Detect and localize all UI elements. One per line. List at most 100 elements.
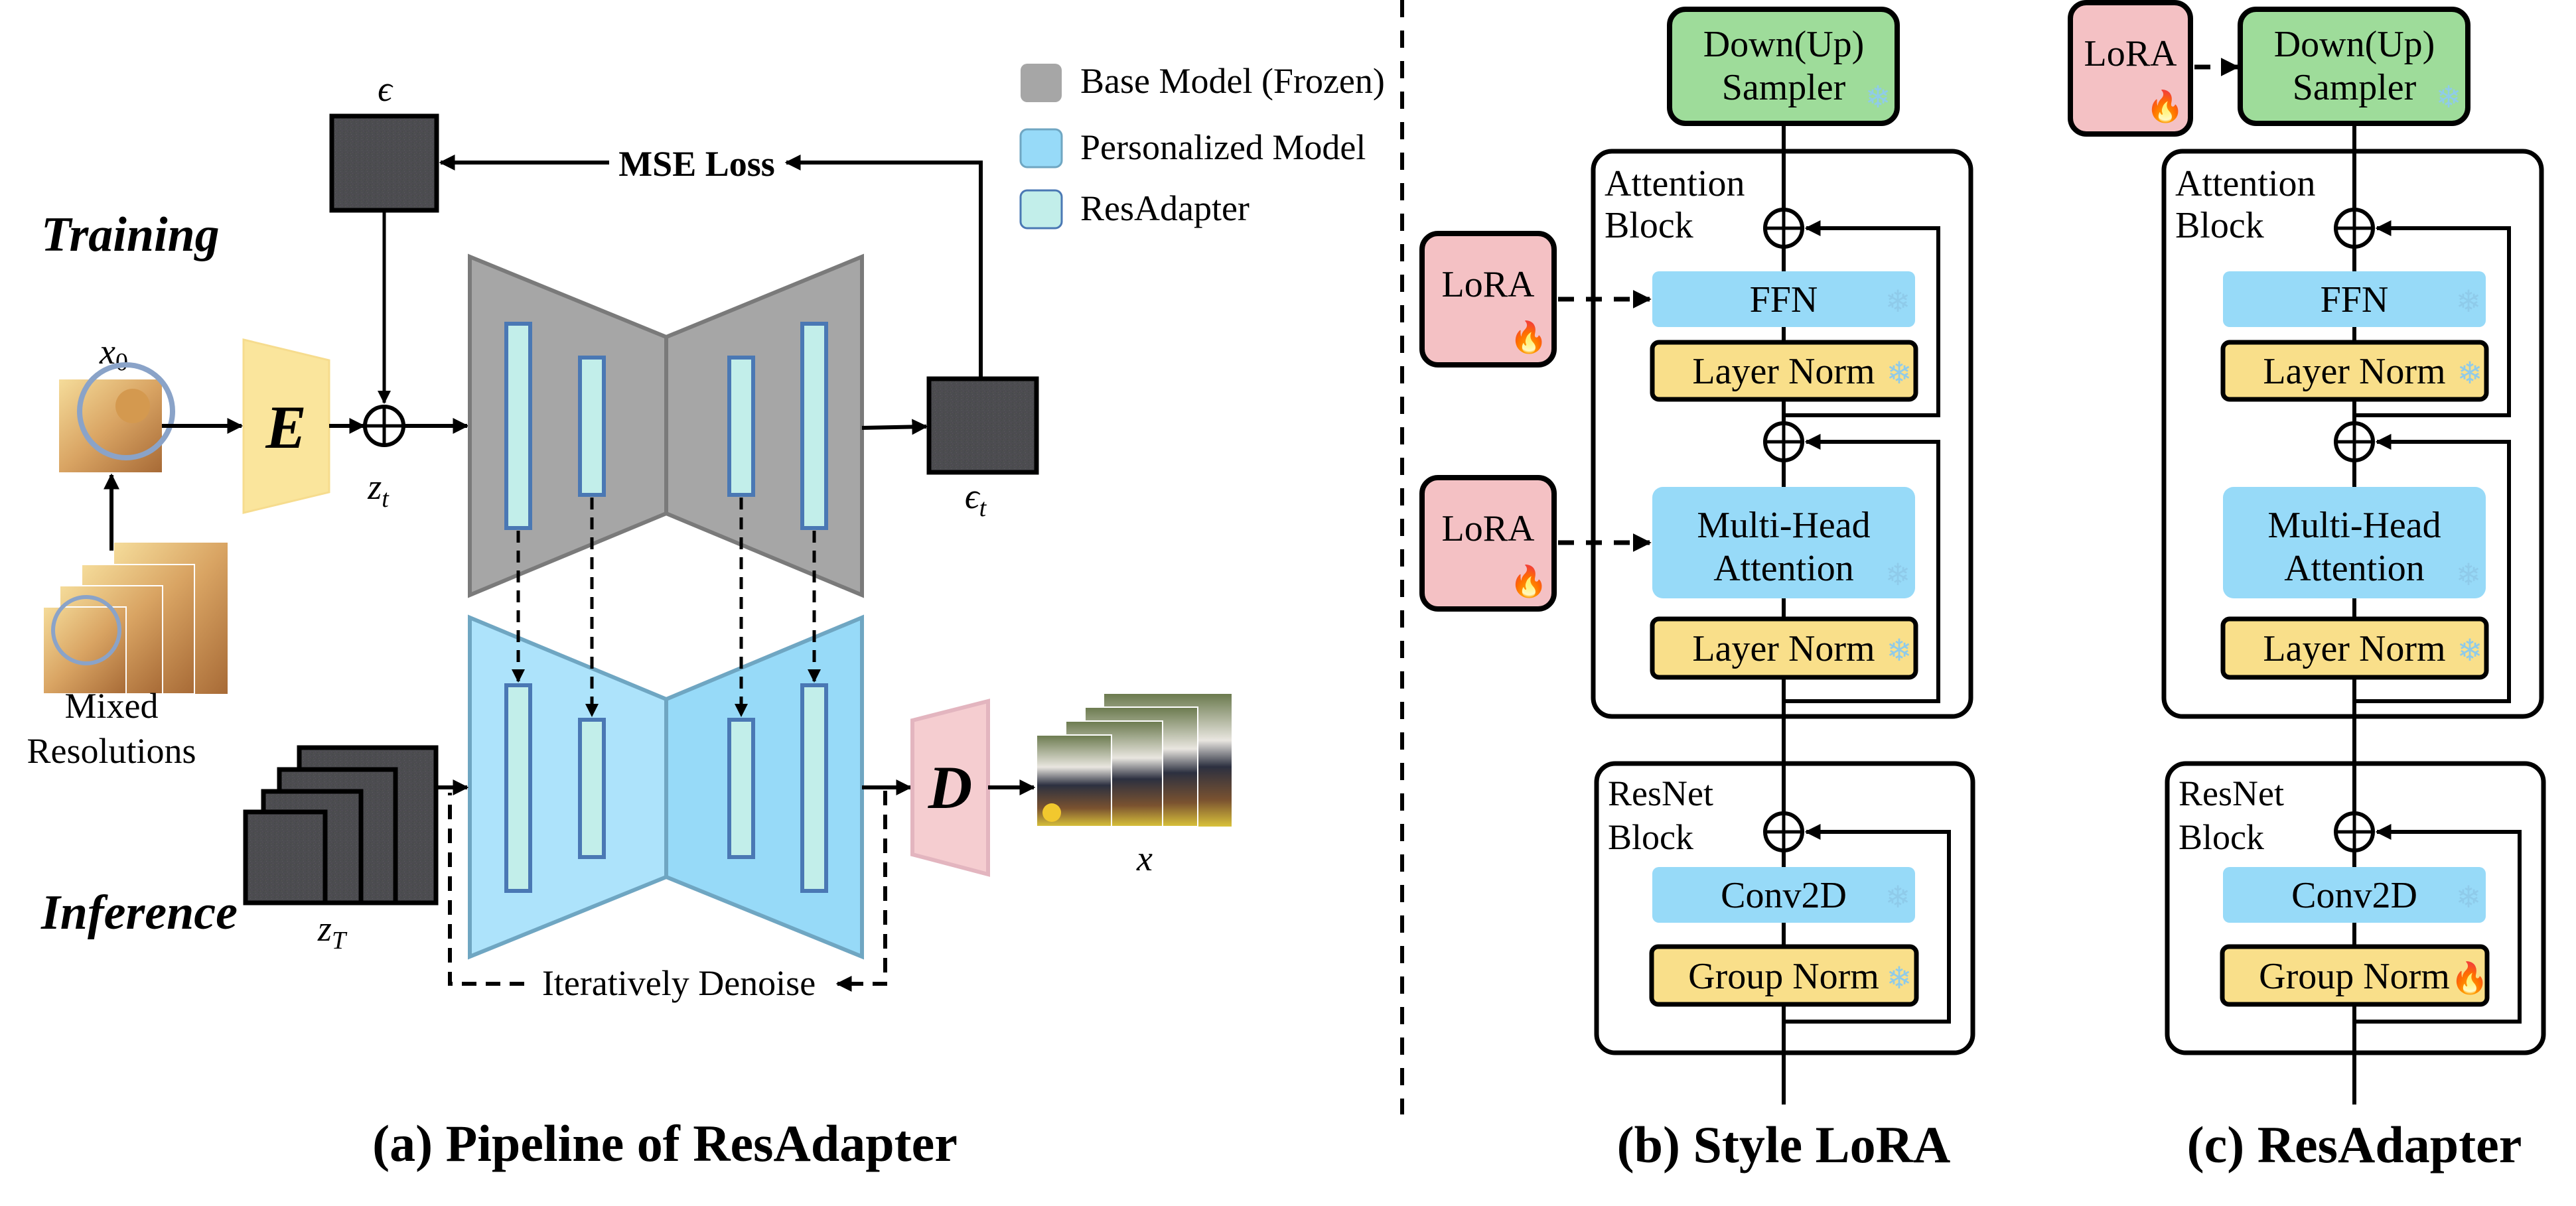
fire-icon: 🔥 xyxy=(1510,319,1547,355)
mse-loss-label: MSE Loss xyxy=(618,144,775,184)
residual-skip-ffn xyxy=(2354,220,2511,417)
snowflake-icon: ❄ xyxy=(2457,355,2483,391)
snowflake-icon: ❄ xyxy=(2456,557,2482,592)
attention-block-title-line2: Block xyxy=(2175,205,2264,246)
snowflake-icon: ❄ xyxy=(1885,557,1911,592)
lora-label: LoRA xyxy=(1442,264,1536,305)
resnet-block-title-line1: ResNet xyxy=(1608,773,1713,813)
inference-label: Inference xyxy=(40,886,238,940)
caption-c: (c) ResAdapter xyxy=(2187,1116,2522,1173)
caption-a: (a) Pipeline of ResAdapter xyxy=(372,1114,958,1172)
snowflake-icon: ❄ xyxy=(1887,355,1912,391)
attention-block-title-line2: Block xyxy=(1605,205,1693,246)
sampler-label-line1: Down(Up) xyxy=(1703,24,1865,65)
multi-head-attention-block xyxy=(2223,487,2486,598)
layer-norm-label: Layer Norm xyxy=(1692,351,1875,392)
base-adapter-bar xyxy=(578,356,606,497)
x0-label: x0 xyxy=(99,332,128,376)
sampler-block xyxy=(2238,7,2470,126)
layer-norm-label: Layer Norm xyxy=(2263,351,2445,392)
sampler-label-line1: Down(Up) xyxy=(2274,24,2435,65)
legend-swatch-base xyxy=(1021,64,1062,102)
epsilon-noise-box xyxy=(329,113,439,213)
mha-label-line2: Attention xyxy=(1713,548,1854,589)
resnet-block-container xyxy=(2165,761,2546,1055)
personalized-adapter-bar xyxy=(727,718,755,859)
residual-skip-resnet xyxy=(2354,824,2522,1024)
residual-skip-resnet xyxy=(1784,824,1951,1024)
iteratively-denoise-label: Iteratively Denoise xyxy=(542,963,816,1003)
legend-swatch-personalized xyxy=(1019,128,1063,168)
panel-b-style-lora: AttentionBlockResNetBlockDown(Up)Sampler… xyxy=(1419,7,1975,1173)
base-adapter-bar xyxy=(504,322,532,530)
fire-icon: 🔥 xyxy=(2451,960,2488,996)
lora-module: LoRA 🔥 xyxy=(1419,231,1557,368)
mha-label-line1: Multi-Head xyxy=(2267,505,2441,546)
mixed-resolutions-line2: Resolutions xyxy=(27,731,196,771)
add-operator-icon xyxy=(363,405,405,447)
zT-noise-stack xyxy=(243,745,439,905)
fire-icon: 🔥 xyxy=(2146,88,2184,124)
legend-label-resadapter: ResAdapter xyxy=(1080,188,1250,228)
base-adapter-bar xyxy=(727,356,755,497)
denoise-loop-left xyxy=(448,793,524,986)
caption-b: (b) Style LoRA xyxy=(1617,1116,1951,1173)
layer-norm-label-2: Layer Norm xyxy=(1692,628,1875,669)
lora-module: LoRA🔥 xyxy=(1419,475,1557,612)
snowflake-icon: ❄ xyxy=(1865,79,1891,115)
legend: Base Model (Frozen) Personalized Model R… xyxy=(1019,61,1385,230)
base-unet-adapters xyxy=(504,322,828,530)
add-operator-icon xyxy=(1763,421,1804,462)
snowflake-icon: ❄ xyxy=(1887,960,1912,996)
encoder-label: E xyxy=(265,393,306,461)
group-norm-block xyxy=(1649,944,1919,1007)
add-operator-icon xyxy=(2334,811,2375,852)
conv2d-block xyxy=(1652,867,1915,923)
encoder-trapezoid xyxy=(242,338,330,514)
snowflake-icon: ❄ xyxy=(2457,632,2483,668)
ffn-block xyxy=(1652,271,1915,327)
denoise-loop-right xyxy=(835,791,887,992)
personalized-unet-adapters xyxy=(504,683,828,893)
lora-module: LoRA🔥 xyxy=(2068,0,2193,137)
panel-a-pipeline: Training Inference x0 Mixed Resolutions … xyxy=(27,61,1384,1172)
layer-norm-block xyxy=(2220,340,2489,402)
residual-skip-ffn xyxy=(1784,220,1940,417)
resnet-block-title-line1: ResNet xyxy=(2179,773,2284,813)
epsilon-t-label: ϵt xyxy=(965,476,987,522)
attention-block-title-line1: Attention xyxy=(1605,163,1745,204)
layer-norm-block-2 xyxy=(2220,616,2489,680)
epsilon-t-to-mse-arrow xyxy=(784,155,983,379)
residual-skip-attention xyxy=(1784,434,1940,703)
legend-swatch-resadapter xyxy=(1019,189,1063,230)
resnet-block-container xyxy=(1594,761,1975,1055)
legend-label-personalized: Personalized Model xyxy=(1080,127,1366,167)
conv2d-label: Conv2D xyxy=(2291,875,2417,916)
resnet-block-title-line2: Block xyxy=(2179,817,2264,857)
legend-label-base: Base Model (Frozen) xyxy=(1080,61,1385,101)
input-image xyxy=(59,362,175,472)
snowflake-icon: ❄ xyxy=(2456,879,2482,915)
attention-block-container xyxy=(1591,149,1973,719)
snowflake-icon: ❄ xyxy=(1885,283,1911,319)
snowflake-icon: ❄ xyxy=(1885,879,1911,915)
personalized-adapter-bar xyxy=(504,683,532,893)
mixed-resolutions-line1: Mixed xyxy=(65,686,159,726)
sampler-label-line2: Sampler xyxy=(1722,67,1846,108)
personalized-adapter-bar xyxy=(800,683,828,893)
fire-icon: 🔥 xyxy=(1510,563,1547,599)
base-adapter-bar xyxy=(800,322,828,530)
zT-label: zT xyxy=(317,909,348,955)
attention-block-title-line1: Attention xyxy=(2175,163,2316,204)
epsilon-t-noise-box xyxy=(926,376,1039,475)
adapter-transfer-arrows xyxy=(512,498,821,717)
sampler-block xyxy=(1667,7,1900,126)
output-images xyxy=(1036,694,1232,827)
zt-label: zt xyxy=(367,467,390,513)
group-norm-label: Group Norm xyxy=(2259,956,2450,997)
snowflake-icon: ❄ xyxy=(2436,79,2462,115)
sampler-label-line2: Sampler xyxy=(2293,67,2417,108)
ffn-label: FFN xyxy=(2321,279,2389,320)
group-norm-block xyxy=(2220,944,2490,1007)
ffn-block xyxy=(2223,271,2486,327)
